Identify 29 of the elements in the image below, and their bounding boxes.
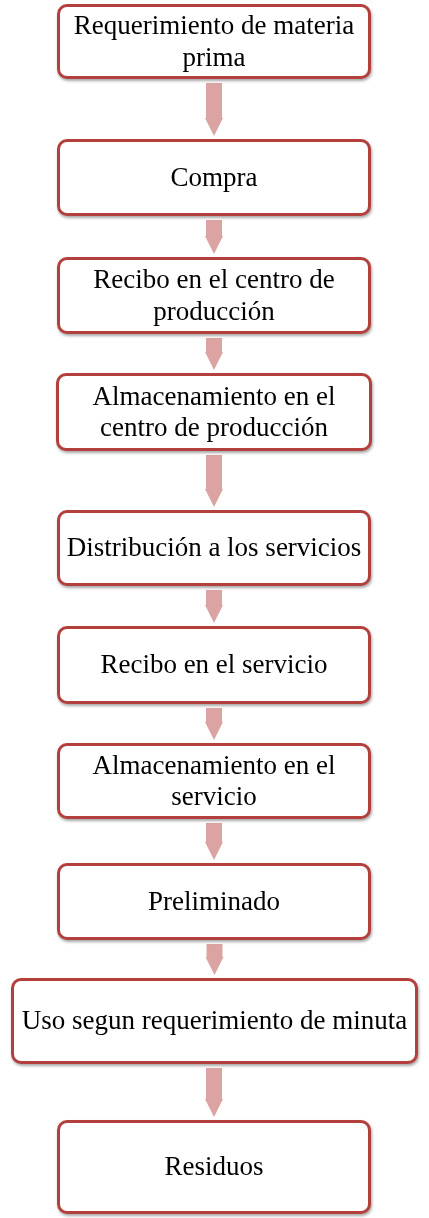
box-label: Compra bbox=[170, 161, 258, 193]
box-label: Almacenamiento en el centro de producción bbox=[91, 380, 337, 444]
box-label: Distribución a los servicios bbox=[66, 532, 362, 564]
process-box bbox=[57, 257, 371, 334]
process-box bbox=[57, 4, 371, 79]
process-box bbox=[57, 1120, 371, 1214]
box-label: Requerimiento de materia prima bbox=[72, 10, 356, 73]
box-label: Residuos bbox=[164, 1151, 264, 1183]
process-box bbox=[57, 626, 371, 704]
box-label: Uso segun requerimiento de minuta bbox=[21, 1005, 408, 1037]
process-box bbox=[57, 510, 371, 586]
process-box bbox=[11, 978, 418, 1064]
process-box bbox=[57, 863, 371, 940]
process-box bbox=[57, 743, 371, 819]
box-label: Recibo en el centro de producción bbox=[92, 264, 336, 327]
arrow bbox=[205, 83, 223, 136]
arrow bbox=[205, 823, 223, 860]
box-label: Preliminado bbox=[148, 885, 280, 917]
box-label: Recibo en el servicio bbox=[100, 649, 328, 681]
arrow bbox=[205, 220, 223, 254]
arrow bbox=[205, 338, 223, 370]
arrow bbox=[205, 944, 224, 975]
process-box bbox=[57, 139, 371, 216]
box-label: Almacenamiento en el servicio bbox=[91, 749, 337, 813]
arrow bbox=[205, 590, 223, 623]
arrow bbox=[205, 1068, 223, 1117]
arrow bbox=[205, 708, 223, 740]
process-box bbox=[56, 373, 372, 451]
arrow bbox=[205, 455, 223, 507]
